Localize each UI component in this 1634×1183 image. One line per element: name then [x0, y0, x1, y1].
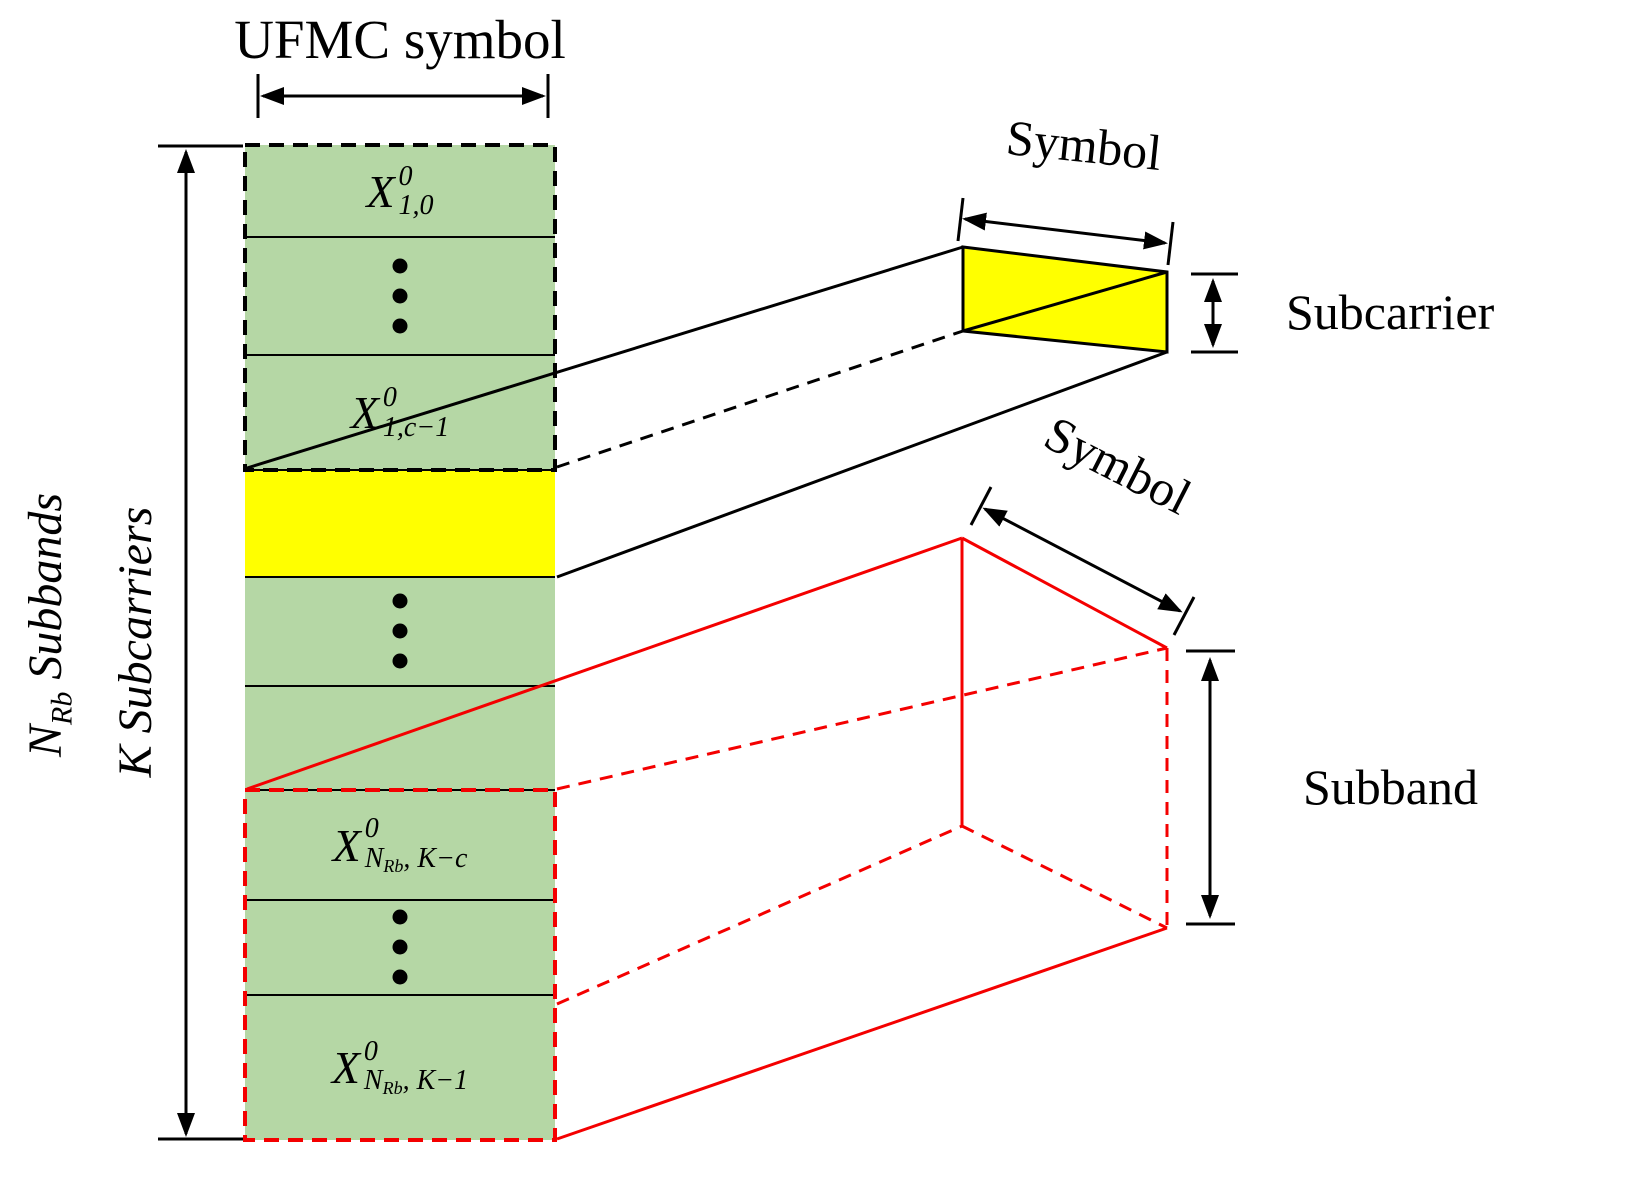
math-sub-subscript: Rb	[383, 855, 404, 876]
k-base: K	[109, 745, 162, 778]
k-subcarriers-label: K Subcarriers	[108, 392, 168, 892]
dot	[392, 258, 408, 274]
subband-hidden-bottom-edge	[556, 824, 963, 1006]
cell-highlight-yellow	[245, 470, 555, 577]
math-subscript: 1,0	[398, 190, 434, 221]
nrb-base: N	[19, 725, 72, 758]
symbol-top-arrow	[962, 212, 1168, 250]
math-sub-base: N	[364, 842, 384, 874]
subcarrier-face-diagonal	[962, 270, 1168, 333]
extent-tick	[1166, 221, 1175, 266]
prism-bottom-edge	[556, 350, 1168, 579]
math-superscript: 0	[363, 1035, 378, 1067]
subband-face-bottom-edge	[961, 824, 1168, 930]
extent-tick	[1172, 596, 1196, 636]
extent-tick	[969, 486, 993, 526]
dot	[392, 288, 408, 304]
k-rest: Subcarriers	[109, 506, 162, 746]
subcarrier-label: Subcarrier	[1286, 284, 1495, 340]
math-sub-subscript: Rb	[382, 1078, 403, 1099]
subband-face-top-edge	[961, 536, 1168, 650]
math-sub-rest: , K−1	[402, 1065, 469, 1097]
cell-x-1-c1	[245, 355, 555, 470]
cell-x-1-0	[245, 145, 555, 237]
symbol-bottom-arrow	[982, 507, 1183, 613]
math-superscript: 0	[364, 813, 379, 845]
math-subscript: 1,c−1	[382, 411, 450, 443]
subcarrier-end-face	[961, 245, 1169, 354]
subband-outline-black-dashed	[243, 143, 557, 472]
extent-tick	[956, 197, 965, 242]
dot	[392, 653, 408, 669]
subband-prism	[246, 536, 1169, 1141]
dot	[392, 623, 408, 639]
subband-top-edge	[246, 536, 963, 791]
math-sub-base: N	[363, 1065, 383, 1097]
subband-outline-red-dashed	[243, 788, 557, 1142]
prism-hidden-edge	[556, 329, 964, 469]
math-base: X	[350, 387, 379, 438]
dot	[392, 939, 408, 955]
cell-x-nrb-kc	[245, 790, 555, 900]
nrb-rest: Subbands	[19, 492, 72, 692]
math-base: X	[331, 1042, 360, 1093]
dot	[392, 969, 408, 985]
cell-x-nrb-k1	[245, 995, 555, 1140]
dot	[392, 593, 408, 609]
prism-top-edge	[246, 245, 964, 470]
math-subscript: NRb, K−c	[365, 844, 468, 876]
dot	[392, 909, 408, 925]
subcarrier-prism	[246, 245, 1169, 579]
dimension-arrows	[158, 74, 1238, 1141]
math-superscript: 0	[398, 160, 413, 192]
dot	[392, 318, 408, 334]
math-sub-rest: , K−c	[403, 842, 468, 874]
subband-bottom-edge	[556, 926, 1168, 1141]
subband-label: Subband	[1303, 759, 1478, 815]
figure-title: UFMC symbol	[234, 9, 566, 70]
nrb-subbands-label: NRb Subbands	[18, 375, 79, 875]
nrb-subscript: Rb	[45, 691, 79, 725]
subcarrier-column	[243, 143, 557, 1142]
subband-hidden-top-edge	[556, 646, 1168, 791]
math-superscript: 0	[382, 382, 397, 414]
math-base: X	[366, 165, 395, 217]
math-subscript: NRb, K−1	[364, 1066, 468, 1098]
math-base: X	[332, 819, 361, 871]
ellipsis-dots	[392, 258, 408, 985]
